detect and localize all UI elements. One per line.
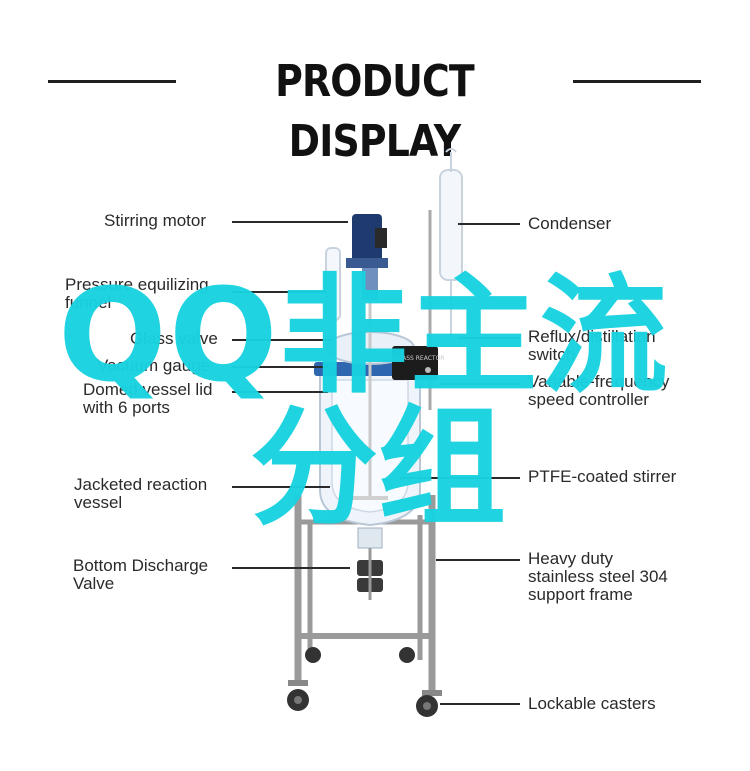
- label-condenser: Condenser: [528, 215, 611, 233]
- title-divider-right: [573, 80, 701, 83]
- label-line: speed controller: [528, 390, 649, 409]
- label-pressure-funnel: Pressure equilizing funnel: [65, 276, 209, 312]
- stirring-motor-graphic: [346, 214, 388, 300]
- label-line: Jacketed reaction: [74, 475, 208, 494]
- label-line: PTFE-coated stirrer: [528, 467, 677, 486]
- controller-label: GLASS REACTOR: [394, 355, 444, 362]
- label-speed-controller: Variable-frequency speed controller: [528, 373, 669, 409]
- label-line: Vacuum gauge: [97, 356, 211, 375]
- page-title: PRODUCT DISPLAY: [275, 56, 475, 167]
- label-vacuum-gauge: Vacuum gauge: [97, 357, 210, 375]
- watermark-line-2: 分组: [250, 394, 507, 543]
- label-line: Bottom Discharge: [73, 556, 209, 575]
- label-support-frame: Heavy duty stainless steel 304 support f…: [528, 550, 668, 604]
- caster-wheels: [287, 647, 442, 717]
- title-row: PRODUCT DISPLAY: [0, 52, 750, 167]
- label-stirring-motor: Stirring motor: [104, 212, 206, 230]
- label-line: Reflux/distillation: [528, 327, 656, 346]
- leader-reflux-switch: [458, 337, 520, 339]
- label-line: funnel: [65, 293, 112, 312]
- label-jacketed-vessel: Jacketed reaction vessel: [74, 476, 207, 512]
- label-bottom-valve: Bottom Discharge Valve: [73, 557, 208, 593]
- label-line: Glass valve: [130, 329, 218, 348]
- label-line: Valve: [73, 574, 115, 593]
- leader-casters: [440, 703, 520, 705]
- bottom-valve-graphic: [357, 527, 383, 600]
- label-line: Lockable casters: [528, 694, 656, 713]
- vessel-graphic: [314, 300, 426, 527]
- leader-pressure-funnel: [232, 291, 326, 293]
- leader-ptfe-stirrer: [400, 477, 520, 479]
- leader-domed-vessel: [232, 391, 328, 393]
- label-line: Stirring motor: [104, 211, 207, 230]
- leader-jacketed-vessel: [232, 486, 330, 488]
- leader-support-frame: [436, 559, 520, 561]
- label-domed-vessel: Domed vessel lid with 6 ports: [83, 381, 212, 417]
- leader-stirring-motor: [232, 221, 348, 223]
- label-ptfe-stirrer: PTFE-coated stirrer: [528, 468, 676, 486]
- speed-controller-graphic: GLASS REACTOR: [392, 346, 444, 380]
- label-casters: Lockable casters: [528, 695, 656, 713]
- label-line: support frame: [528, 585, 633, 604]
- label-line: Variable-frequency: [528, 372, 670, 391]
- label-line: Domed vessel lid: [83, 380, 213, 399]
- leader-vacuum-gauge: [232, 366, 328, 368]
- leader-glass-valve: [232, 339, 332, 341]
- funnel-graphic: [325, 247, 341, 321]
- title-divider-left: [48, 80, 176, 83]
- watermark-line-1: QQ非主流: [58, 262, 670, 411]
- leader-condenser: [458, 223, 520, 225]
- label-reflux-switch: Reflux/distillation switch: [528, 328, 656, 364]
- leader-bottom-valve: [232, 567, 350, 569]
- label-line: vessel: [74, 493, 123, 512]
- label-line: with 6 ports: [83, 398, 170, 417]
- label-line: Pressure equilizing: [65, 275, 209, 294]
- label-line: Heavy duty: [528, 549, 614, 568]
- leader-speed-controller: [440, 383, 520, 385]
- label-line: switch: [528, 345, 576, 364]
- label-line: Condenser: [528, 214, 612, 233]
- label-glass-valve: Glass valve: [130, 330, 218, 348]
- label-line: stainless steel 304: [528, 567, 668, 586]
